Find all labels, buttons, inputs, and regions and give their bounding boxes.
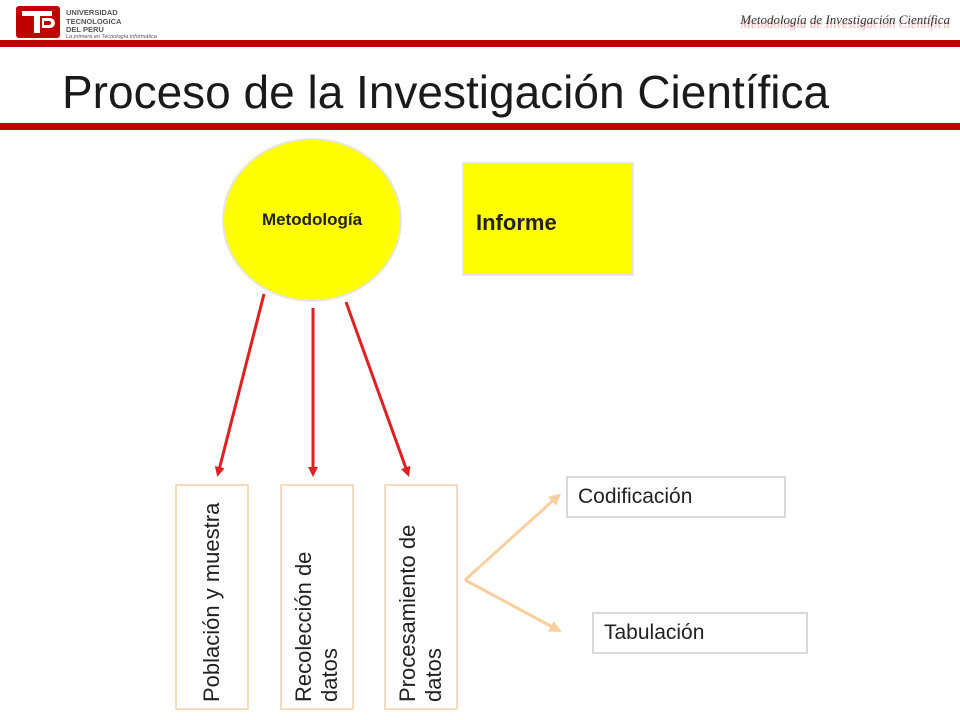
node-poblacion-label: Población y muestra bbox=[199, 502, 224, 702]
node-procesamiento-label: Procesamiento de datos bbox=[395, 524, 446, 702]
slide-title: Proceso de la Investigación Científica bbox=[62, 66, 830, 118]
node-codificacion-label: Codificación bbox=[578, 485, 693, 508]
node-tabulacion-label: Tabulación bbox=[604, 621, 705, 644]
node-informe-label: Informe bbox=[476, 210, 557, 235]
arrow-to-procesamiento bbox=[344, 301, 411, 477]
header-bottom-rule bbox=[0, 123, 960, 130]
logo-wordmark: UNIVERSIDAD TECNOLOGICA DEL PERU bbox=[66, 8, 122, 35]
node-metodologia: Metodología bbox=[222, 138, 402, 302]
utp-logo-icon bbox=[16, 6, 60, 38]
branch-to-tabulacion bbox=[464, 578, 562, 632]
branch-to-codificacion bbox=[463, 493, 561, 582]
logo-line-2: TECNOLOGICA bbox=[66, 16, 122, 26]
node-informe: Informe bbox=[462, 162, 634, 276]
logo-line-1: UNIVERSIDAD bbox=[66, 8, 118, 17]
university-logo: UNIVERSIDAD TECNOLOGICA DEL PERU La prim… bbox=[14, 4, 157, 40]
node-recoleccion: Recolección de datos bbox=[280, 484, 354, 710]
node-recoleccion-label: Recolección de datos bbox=[291, 551, 342, 702]
node-codificacion: Codificación bbox=[566, 476, 786, 518]
node-tabulacion: Tabulación bbox=[592, 612, 808, 654]
node-metodologia-label: Metodología bbox=[261, 210, 363, 229]
header-caption: Metodología de Investigación Científica bbox=[740, 12, 950, 27]
arrow-to-poblacion bbox=[214, 293, 266, 477]
node-poblacion: Población y muestra bbox=[175, 484, 249, 710]
logo-line-3: DEL PERU bbox=[66, 25, 104, 34]
node-procesamiento: Procesamiento de datos bbox=[384, 484, 458, 710]
logo-tagline: La primera en Tecnología Informática bbox=[66, 34, 157, 40]
header-top-rule bbox=[0, 40, 960, 47]
